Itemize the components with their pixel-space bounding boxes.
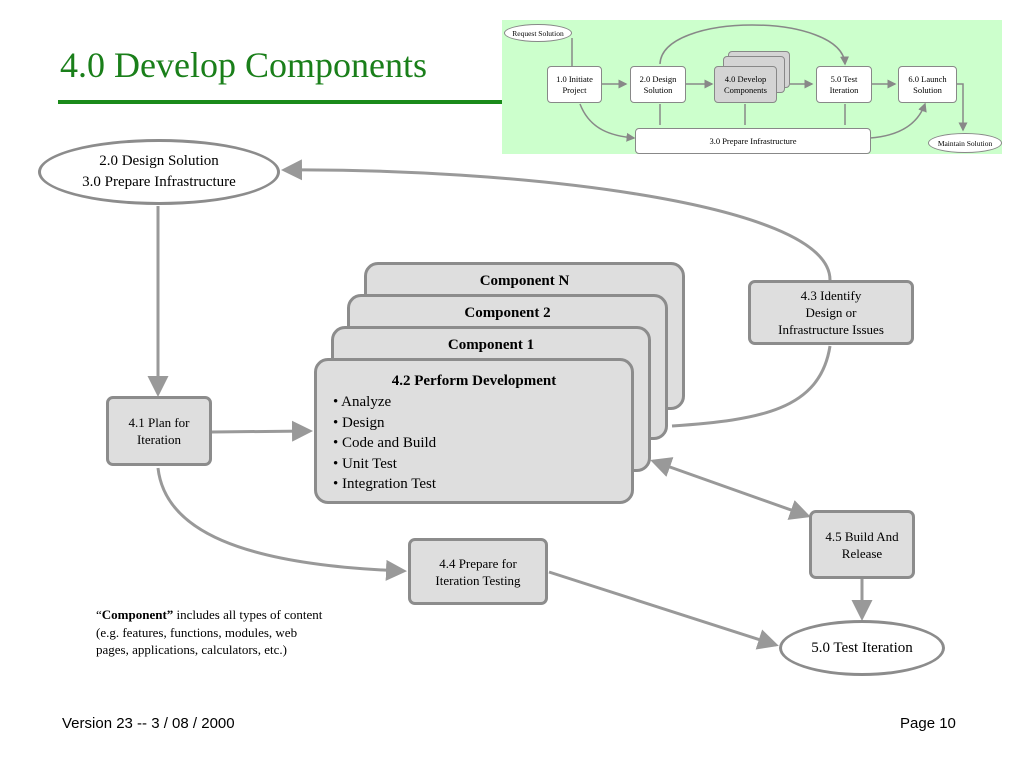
plan-line2: Iteration [136, 432, 182, 447]
prepare-testing-line1: 4.4 Prepare for [439, 555, 517, 571]
component-1-label: Component 1 [447, 337, 535, 353]
component-n-label: Component N [479, 273, 570, 289]
page-title: 4.0 Develop Components [60, 45, 427, 85]
step-analyze: • Analyze [333, 394, 392, 410]
plan-for-iteration-box: 4.1 Plan for Iteration [106, 396, 212, 466]
mini-design-line2: Solution [643, 84, 673, 95]
identify-line2: Design or [805, 305, 857, 320]
mini-launch-line1: 6.0 Launch [908, 73, 947, 84]
plan-line1: 4.1 Plan for [128, 415, 190, 430]
development-steps: • Analyze • Design • Code and Build • Un… [333, 392, 631, 495]
mini-test-line1: 5.0 Test [830, 73, 858, 84]
mini-initiate-line1: 1.0 Initiate [556, 73, 593, 84]
note-term: Component” [101, 607, 174, 622]
mini-launch-line2: Solution [913, 84, 942, 95]
identify-line1: 4.3 Identify [800, 288, 862, 303]
component-note: “Component” includes all types of conten… [96, 606, 326, 659]
perform-development-card: 4.2 Perform Development • Analyze • Desi… [314, 358, 634, 504]
mini-test-iteration: 5.0 Test Iteration [816, 66, 872, 103]
mini-launch-solution: 6.0 Launch Solution [898, 66, 957, 103]
title-underline [58, 100, 503, 104]
mini-prepare-infrastructure: 3.0 Prepare Infrastructure [635, 128, 871, 154]
mini-request-solution: Request Solution [504, 24, 572, 42]
build-line2: Release [841, 545, 883, 561]
process-overview-map: Request Solution 1.0 Initiate Project 2.… [502, 20, 1002, 154]
test-iteration-oval: 5.0 Test Iteration [779, 620, 945, 676]
note-open-quote: “ [96, 607, 102, 622]
prepare-iteration-testing-box: 4.4 Prepare for Iteration Testing [408, 538, 548, 605]
mini-develop-components: 4.0 Develop Components [714, 66, 777, 103]
step-integration-test: • Integration Test [333, 476, 437, 492]
perform-development-title: 4.2 Perform Development [391, 373, 557, 389]
mini-design-line1: 2.0 Design [639, 73, 677, 84]
mini-maintain-solution: Maintain Solution [928, 133, 1002, 153]
mini-map-connectors [567, 24, 968, 142]
mini-develop-line1: 4.0 Develop [724, 73, 767, 84]
mini-test-line2: Iteration [829, 84, 859, 95]
design-infrastructure-oval: 2.0 Design Solution 3.0 Prepare Infrastr… [38, 139, 280, 205]
mini-initiate-project: 1.0 Initiate Project [547, 66, 602, 103]
top-oval-line1: 2.0 Design Solution [99, 153, 219, 169]
prepare-testing-line2: Iteration Testing [435, 572, 521, 588]
mini-design-solution: 2.0 Design Solution [630, 66, 686, 103]
component-2-label: Component 2 [464, 305, 551, 321]
mini-develop-line2: Components [724, 84, 767, 95]
top-oval-line2: 3.0 Prepare Infrastructure [82, 174, 236, 190]
step-unit-test: • Unit Test [333, 455, 397, 472]
build-and-release-box: 4.5 Build And Release [809, 510, 915, 579]
identify-issues-box: 4.3 Identify Design or Infrastructure Is… [748, 280, 914, 345]
step-code-build: • Code and Build [333, 435, 437, 451]
identify-line3: Infrastructure Issues [778, 322, 884, 337]
note-body: includes all types of content (e.g. feat… [96, 607, 323, 657]
build-line1: 4.5 Build And [825, 528, 899, 544]
footer-version: Version 23 -- 3 / 08 / 2000 [62, 715, 235, 732]
footer-page-number: Page 10 [900, 715, 956, 732]
mini-initiate-line2: Project [562, 84, 587, 95]
step-design: • Design [333, 414, 385, 431]
